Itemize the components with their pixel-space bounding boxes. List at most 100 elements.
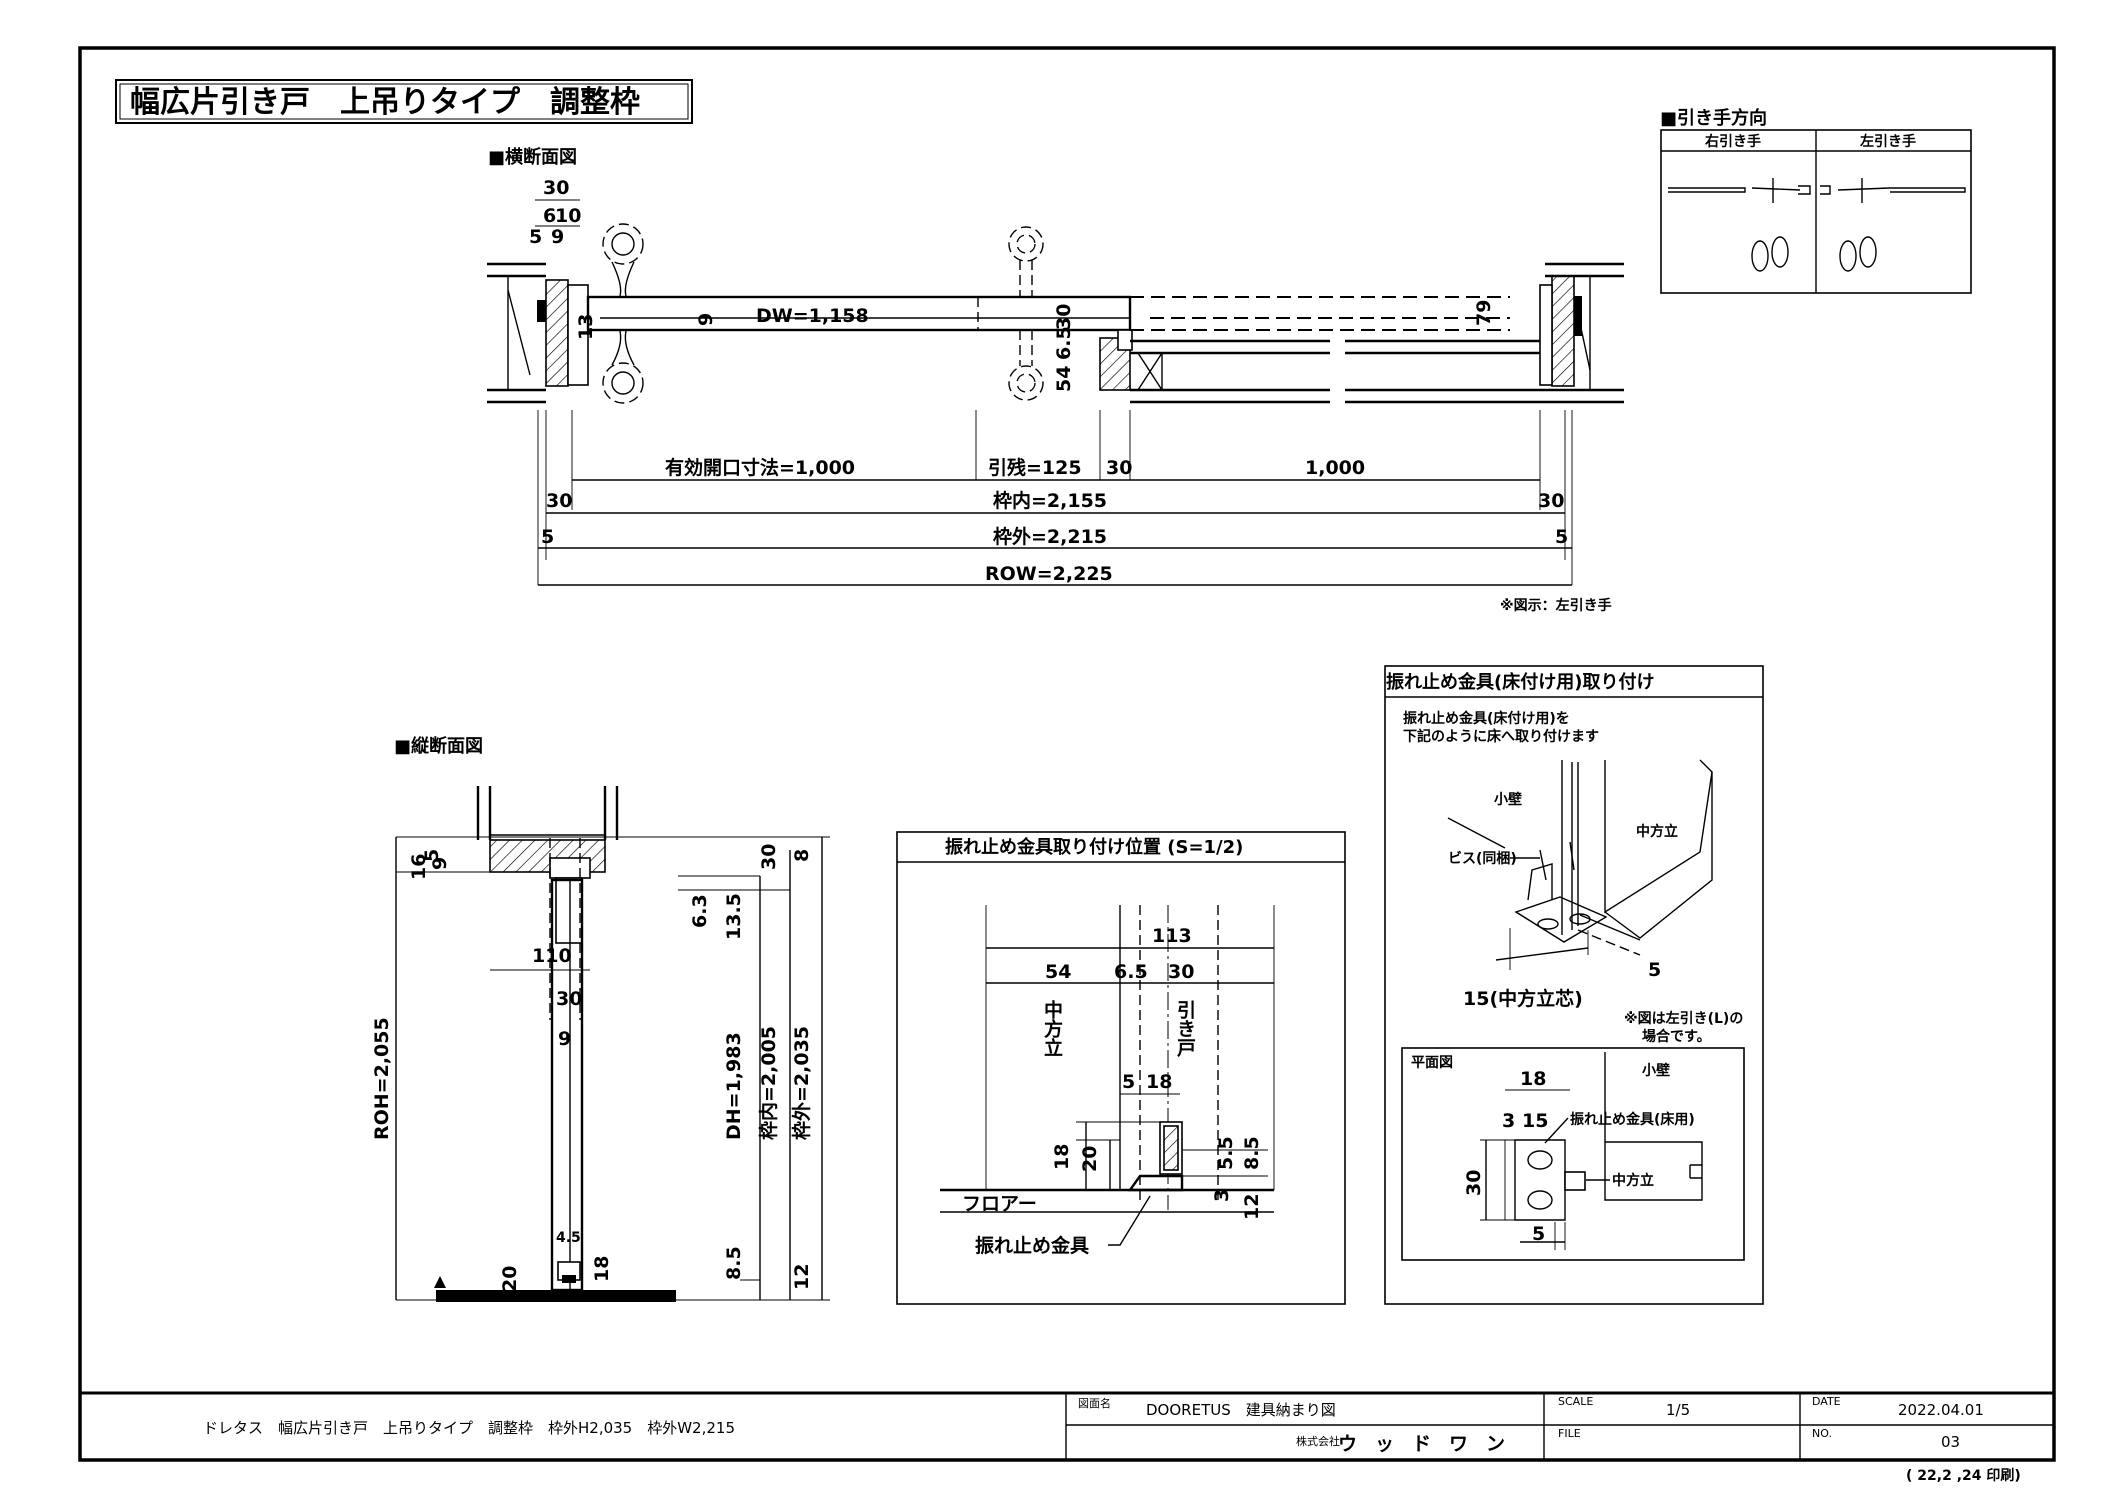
title-block: ドレタス 幅広片引き戸 上吊りタイプ 調整枠 枠外H2,035 枠外W2,215… [80, 1391, 2054, 1460]
door-pull-left [602, 223, 644, 404]
plan-view-d18: 18 [1520, 1068, 1546, 1090]
direction-left-label: 左引き手 [1859, 133, 1916, 150]
tb-no-label: NO. [1812, 1427, 1832, 1440]
plan-view-kokabe: 小壁 [1642, 1062, 1670, 1079]
title-box: 幅広片引き戸 上吊りタイプ 調整枠 [115, 79, 693, 124]
plan-view-d30: 30 [1463, 1170, 1485, 1196]
install-nakahoudate: 中方立 [1636, 823, 1678, 840]
dim-1000-right: 1,000 [1305, 457, 1365, 479]
tb-company-label: 株式会社 [1296, 1434, 1340, 1448]
door-leaf [586, 295, 1132, 332]
tb-company: ウッドワン [1338, 1433, 1523, 1455]
stopper-dim-3: 3 [1211, 1189, 1233, 1202]
tb-file-label: FILE [1558, 1427, 1581, 1440]
dim-79: 79 [1473, 300, 1495, 326]
tb-drawing-name-label: 図面名 [1078, 1396, 1111, 1410]
dim-63: 6.3 [689, 894, 711, 928]
dim-dh: DH=1,983 [723, 1032, 745, 1140]
tb-scale-label: SCALE [1558, 1395, 1593, 1408]
dim-effective-opening: 有効開口寸法=1,000 [665, 456, 855, 479]
door-pull-center [1008, 226, 1044, 401]
dim-30-mid: 30 [1106, 457, 1132, 479]
dim-9-top: 9 [429, 857, 451, 870]
plan-dim-5: 5 [529, 226, 542, 248]
dim-dw: DW=1,158 [756, 305, 869, 327]
install-note1: ※図は左引き(L)の [1624, 1010, 1743, 1027]
dim-13: 13 [575, 314, 597, 340]
stopper-post-label: 中方立 [1041, 999, 1063, 1057]
page-title: 幅広片引き戸 上吊りタイプ 調整枠 [130, 85, 640, 120]
dim-hikizan: 引残=125 [988, 456, 1082, 479]
stopper-position: 振れ止め金具取り付け位置 (S=1/2) 113 54 6.5 30 中方立 引… [896, 831, 1346, 1305]
tb-date-label: DATE [1812, 1395, 1841, 1408]
dim-5-right: 5 [1555, 526, 1568, 548]
dim-waku-uchi: 枠内=2,155 [993, 489, 1107, 512]
dim-45: 4.5 [556, 1230, 581, 1246]
dim-12-v: 12 [791, 1264, 813, 1290]
stopper-dim-54: 54 [1045, 961, 1071, 983]
tb-scale: 1/5 [1666, 1401, 1690, 1419]
dim-5-left: 5 [541, 526, 554, 548]
dim-row: ROW=2,225 [985, 563, 1113, 585]
dim-16: 16 [408, 854, 430, 880]
tb-date: 2022.04.01 [1898, 1401, 1984, 1419]
dim-9-leaf: 9 [695, 313, 717, 326]
install-d15: 15(中方立芯) [1463, 987, 1583, 1010]
install-note2: 場合です。 [1642, 1028, 1711, 1045]
stopper-position-title: 振れ止め金具取り付け位置 (S=1/2) [945, 836, 1243, 858]
dim-20-v: 20 [499, 1266, 521, 1292]
plan-view-d15: 15 [1522, 1110, 1548, 1132]
dim-8-v: 8 [791, 849, 813, 862]
dim-30-plan: 30 [1053, 304, 1075, 330]
floor-install-desc1: 振れ止め金具(床付け用)を [1403, 710, 1570, 727]
plan-dim-10: 10 [555, 205, 581, 227]
print-note: ( 22,2 ,24 印刷) [1906, 1467, 2021, 1484]
plan-dim-6: 6 [543, 205, 556, 227]
stopper-door-label: 引き戸 [1174, 1000, 1196, 1058]
dim-wakusoto-v: 枠外=2,035 [790, 1026, 813, 1140]
stopper-dim-85: 8.5 [1241, 1136, 1263, 1170]
stopper-dim-65: 6.5 [1114, 961, 1148, 983]
dim-waku-soto: 枠外=2,215 [993, 525, 1107, 548]
plan-section-heading: ■横断面図 [488, 146, 577, 168]
plan-section: ■横断面図 30 6 10 5 9 DW=1,158 9 13 [487, 146, 1624, 614]
install-bisu: ビス(同梱) [1448, 850, 1517, 867]
dim-30-v: 30 [556, 988, 582, 1010]
stopper-dim-5: 5 [1122, 1071, 1135, 1093]
plan-dim-9: 9 [551, 226, 564, 248]
floor-install-desc2: 下記のように床へ取り付けます [1403, 728, 1599, 745]
floor-install: 振れ止め金具(床付け用)取り付け 振れ止め金具(床付け用)を 下記のように床へ取… [1384, 665, 1764, 1305]
plan-dim-30-top: 30 [543, 177, 569, 199]
dim-110: 110 [532, 945, 572, 967]
stopper-label: 振れ止め金具 [975, 1234, 1089, 1257]
install-kokabe: 小壁 [1494, 791, 1522, 808]
stopper-dim-113: 113 [1152, 925, 1192, 947]
tb-no: 03 [1941, 1433, 1960, 1451]
dim-18-v: 18 [591, 1256, 613, 1282]
vertical-section: ■縦断面図 ROH=2,055 16 5 9 [371, 735, 830, 1302]
floor-install-title: 振れ止め金具(床付け用)取り付け [1386, 671, 1654, 693]
stopper-dim-20: 20 [1079, 1146, 1101, 1172]
stopper-dim-30: 30 [1168, 961, 1194, 983]
plan-view-d5: 5 [1532, 1223, 1545, 1245]
direction-right-label: 右引き手 [1704, 133, 1761, 150]
stopper-dim-12: 12 [1241, 1194, 1263, 1220]
install-d5: 5 [1648, 959, 1661, 981]
sheet-border [78, 46, 2056, 1462]
stopper-dim-55: 5.5 [1215, 1136, 1237, 1170]
dim-65-plan: 6.5 [1053, 326, 1075, 360]
dim-9-v: 9 [558, 1028, 571, 1050]
handle-direction: ■引き手方向 右引き手 左引き手 [1660, 107, 1972, 294]
dim-54-plan: 54 [1053, 366, 1075, 392]
plan-view-d3: 3 [1502, 1110, 1515, 1132]
tb-drawing-name: DOORETUS 建具納まり図 [1146, 1401, 1336, 1419]
stopper-dim-18b: 18 [1051, 1144, 1073, 1170]
dim-30-right: 30 [1538, 490, 1564, 512]
plan-view-nakahoudate: 中方立 [1612, 1172, 1654, 1189]
dim-85-v: 8.5 [723, 1246, 745, 1280]
dim-5-v: 5 [421, 849, 443, 862]
plan-note: ※図示：左引き手 [1500, 597, 1612, 614]
dim-30-left: 30 [546, 490, 572, 512]
tb-description: ドレタス 幅広片引き戸 上吊りタイプ 調整枠 枠外H2,035 枠外W2,215 [203, 1419, 735, 1437]
